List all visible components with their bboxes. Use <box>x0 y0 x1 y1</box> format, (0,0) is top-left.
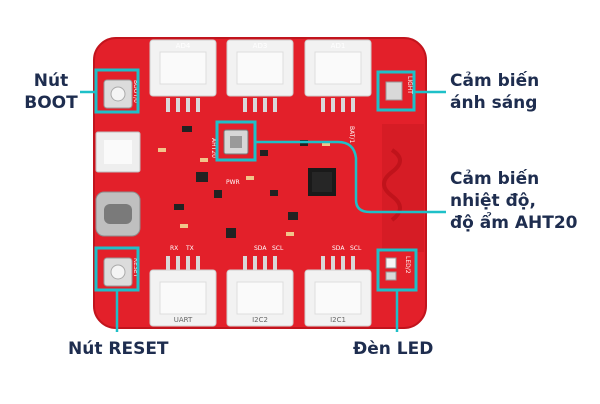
silk-scl-2: SCL <box>272 245 284 252</box>
label-light-sensor: Cảm biến ánh sáng <box>450 70 539 114</box>
label-reset-button: Nút RESET <box>68 339 169 359</box>
label-boot-button: Nút BOOT <box>22 70 80 114</box>
top-connectors <box>149 39 372 97</box>
silk-aht: AHT20 <box>210 138 217 158</box>
label-ad3: AD3 <box>253 42 268 50</box>
label-light-line-1: Cảm biến <box>450 71 540 91</box>
label-aht20-sensor: Cảm biến nhiệt độ, độ ẩm AHT20 <box>450 168 578 234</box>
silk-boot: BOOT/0 <box>132 80 139 103</box>
silk-rx: RX <box>170 245 178 252</box>
label-aht-line-1: Cảm biến <box>450 169 540 189</box>
bottom-connectors <box>149 269 372 327</box>
label-aht-line-2: nhiệt độ, <box>450 191 536 211</box>
label-ad1: AD1 <box>331 42 346 50</box>
label-i2c2: I2C2 <box>252 316 268 324</box>
silk-sda-1: SDA <box>332 245 345 252</box>
silk-pwr: PWR <box>226 179 240 186</box>
label-aht-line-3: độ ẩm AHT20 <box>450 213 578 233</box>
silk-sda-2: SDA <box>254 245 267 252</box>
silk-bat: BAT/1 <box>348 126 355 143</box>
label-light-line-2: ánh sáng <box>450 93 538 113</box>
silk-led: LED/2 <box>404 256 411 274</box>
light-sensor <box>385 81 403 101</box>
silk-reset: RESET <box>132 258 139 278</box>
label-boot-line-2: BOOT <box>24 93 78 113</box>
silk-tx: TX <box>185 245 194 252</box>
label-ad4: AD4 <box>176 42 191 50</box>
label-i2c1: I2C1 <box>330 316 346 324</box>
label-uart: UART <box>174 316 193 324</box>
line-aht20 <box>255 140 446 214</box>
label-led: Đèn LED <box>353 339 434 359</box>
silk-light: LIGHT <box>406 76 413 94</box>
label-boot-line-1: Nút <box>33 71 69 91</box>
silk-scl-1: SCL <box>350 245 362 252</box>
led <box>385 257 397 269</box>
